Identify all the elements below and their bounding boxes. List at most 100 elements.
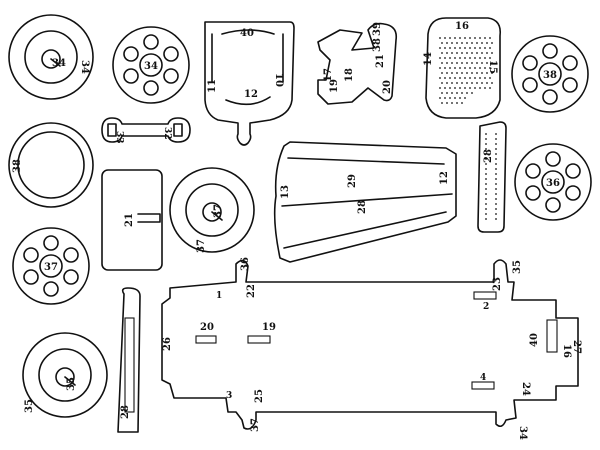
grille-dot [491, 42, 493, 44]
strip-dot [495, 148, 497, 150]
grille-dot [471, 52, 473, 54]
grille-dot [471, 72, 473, 74]
grille-dot [469, 37, 471, 39]
strip-dot [495, 138, 497, 140]
part-label: 21 [124, 213, 135, 227]
strip-dot [485, 218, 487, 220]
wheel-label: 34 [52, 58, 66, 69]
grille-dot [466, 72, 468, 74]
strip-dot [495, 193, 497, 195]
part-label: 14 [423, 52, 434, 66]
grille-part: 16 14 15 [423, 17, 502, 119]
grille-dot [474, 67, 476, 69]
strip-dot [495, 183, 497, 185]
grille-dot [479, 57, 481, 59]
strip-dot [485, 213, 487, 215]
grille-dot [481, 62, 483, 64]
grille-dot [474, 47, 476, 49]
part-label: 38 [372, 38, 383, 52]
grille-dot [481, 52, 483, 54]
wheel-label: 35 [24, 399, 35, 413]
strip-dot [495, 218, 497, 220]
grille-dot [466, 42, 468, 44]
grille-dot [481, 72, 483, 74]
grille-dot [461, 92, 463, 94]
grille-dot [441, 52, 443, 54]
grille-dot [459, 57, 461, 59]
part-label: 10 [273, 73, 284, 87]
strip-dot [485, 178, 487, 180]
grille-dot [446, 92, 448, 94]
strip-dot [495, 158, 497, 160]
grille-dot [446, 62, 448, 64]
part-label: 35 [512, 260, 523, 274]
strip-dot [485, 168, 487, 170]
part-label: 3 [226, 391, 232, 401]
grille-dot [491, 82, 493, 84]
grille-dot [474, 37, 476, 39]
grille-dot [479, 37, 481, 39]
strip-dot [485, 148, 487, 150]
part-label: 34 [517, 426, 528, 440]
strip-dot [485, 143, 487, 145]
grille-dot [484, 67, 486, 69]
grille-dot [456, 52, 458, 54]
grille-dots [439, 37, 493, 104]
grille-dot [446, 102, 448, 104]
grille-dot [471, 92, 473, 94]
strip-dot [495, 208, 497, 210]
strip-dot [495, 143, 497, 145]
grille-dot [464, 87, 466, 89]
strip-dot [485, 158, 487, 160]
grille-dot [451, 62, 453, 64]
steering-part: 17 18 19 21 38 39 20 [317, 22, 398, 105]
grille-dot [439, 67, 441, 69]
strip-dot [485, 173, 487, 175]
strip-dot [495, 178, 497, 180]
grille-dot [446, 72, 448, 74]
part-label: 21 [375, 54, 386, 68]
grille-dot [439, 97, 441, 99]
grille-dot [474, 87, 476, 89]
grille-dot [464, 47, 466, 49]
grille-dot [441, 102, 443, 104]
grille-dot [451, 72, 453, 74]
part-label: 19 [262, 322, 276, 333]
part-label: 33 [114, 131, 124, 144]
grille-dot [489, 57, 491, 59]
grille-dot [441, 92, 443, 94]
wheel-top-left: 34 34 [8, 14, 94, 100]
grille-dot [469, 67, 471, 69]
grille-dot [481, 42, 483, 44]
part-label: 22 [246, 284, 257, 298]
part-label: 39 [372, 22, 383, 36]
part-label: 16 [561, 344, 572, 358]
grille-dot [451, 42, 453, 44]
strip-dot [485, 188, 487, 190]
part-label: 20 [382, 80, 393, 94]
grille-dot [481, 82, 483, 84]
part-label: 2 [483, 302, 489, 312]
hub-label: 38 [543, 70, 557, 81]
grille-dot [459, 47, 461, 49]
grille-dot [459, 67, 461, 69]
grille-dot [451, 92, 453, 94]
grille-dot [439, 87, 441, 89]
strip-part: 28 [477, 121, 507, 233]
grille-dot [459, 97, 461, 99]
grille-dot [454, 57, 456, 59]
part-label: 36 [240, 257, 251, 271]
strip-dot [495, 173, 497, 175]
strip-dot [495, 213, 497, 215]
strip-dot [485, 163, 487, 165]
grille-dot [466, 62, 468, 64]
grille-dot [461, 72, 463, 74]
part-label: 20 [200, 322, 214, 333]
grille-dot [444, 77, 446, 79]
grille-dot [486, 82, 488, 84]
grille-dot [484, 57, 486, 59]
part-label: 15 [487, 60, 498, 74]
grille-dot [456, 72, 458, 74]
grille-dot [451, 102, 453, 104]
